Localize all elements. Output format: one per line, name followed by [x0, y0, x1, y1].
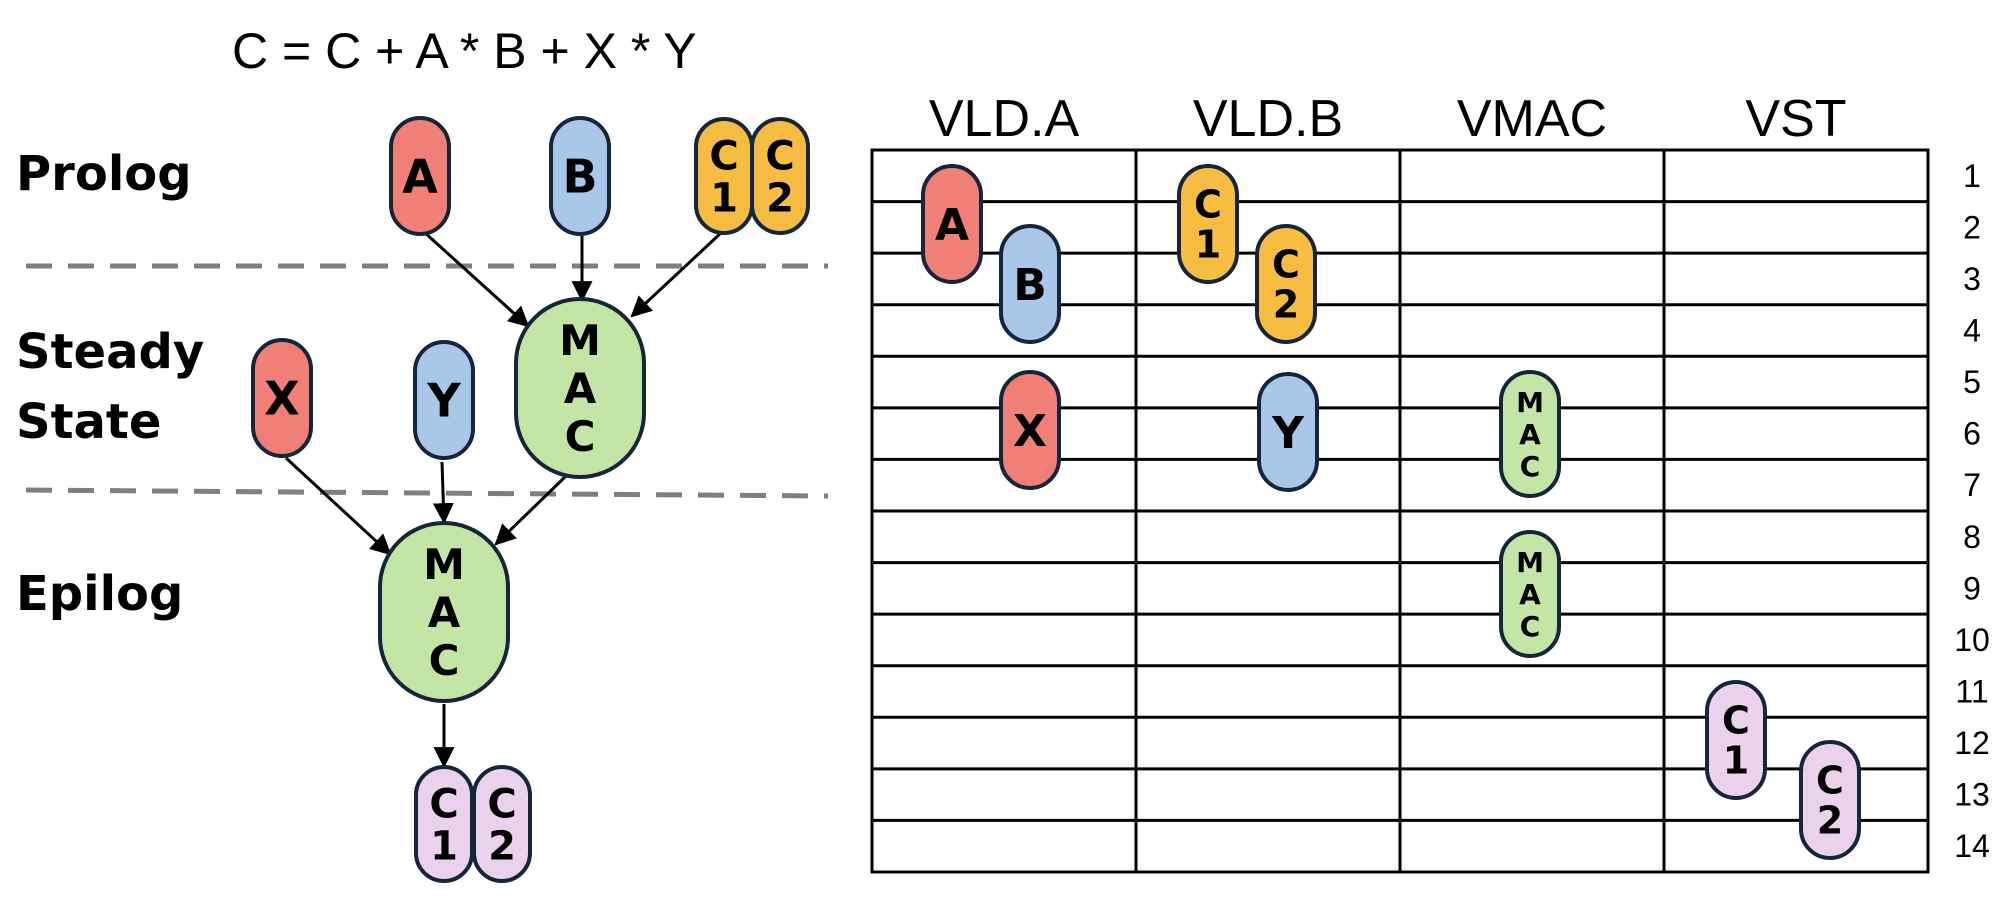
sched-op-y: Y	[1257, 372, 1319, 492]
phase-steady-label-line2: State	[16, 394, 161, 450]
row-number: 13	[1954, 777, 1990, 813]
dag-node-b-label: B	[562, 150, 597, 204]
schedule-column-headers: VLD.A VLD.B VMAC VST	[929, 90, 1847, 148]
edge-a-mac1	[422, 230, 530, 328]
sched-op-y-shape	[1257, 372, 1319, 492]
dag-node-c2-shape	[750, 117, 810, 235]
dag-node-y: Y	[413, 340, 475, 460]
dag-node-x: X	[251, 338, 313, 458]
dag-node-a-label: A	[402, 150, 438, 204]
row-number: 7	[1963, 467, 1981, 503]
sched-op-x-label: X	[1013, 406, 1047, 457]
sched-op-a-shape	[921, 164, 983, 284]
sched-op-st-c2-shape	[1799, 740, 1861, 860]
edge-x-mac2	[284, 456, 392, 556]
sched-op-c2-shape	[1255, 224, 1317, 344]
row-number: 5	[1963, 364, 1981, 400]
dag-node-b-shape	[549, 116, 611, 236]
row-number: 12	[1954, 725, 1990, 761]
phase-steady-label-line1: Steady	[16, 324, 204, 380]
dag-node-b: B	[549, 116, 611, 236]
row-number: 14	[1954, 828, 1990, 864]
row-number: 10	[1954, 622, 1990, 658]
sched-op-b-label: B	[1013, 260, 1047, 311]
column-header: VLD.A	[929, 90, 1080, 148]
dag-node-x-label: X	[264, 372, 299, 426]
dag-edges	[284, 230, 724, 769]
dag-node-mac2-shape	[378, 521, 510, 703]
phase-prolog-label: Prolog	[16, 146, 192, 202]
phase-epilog-label: Epilog	[16, 566, 183, 622]
row-number: 9	[1963, 570, 1981, 606]
sched-op-a: A	[921, 164, 983, 284]
edge-mac1-mac2	[494, 474, 568, 546]
sched-op-st-c1-shape	[1705, 680, 1767, 800]
column-header: VMAC	[1457, 90, 1607, 148]
sched-op-x-shape	[999, 370, 1061, 490]
sched-op-y-label: Y	[1271, 408, 1305, 459]
row-number: 3	[1963, 261, 1981, 297]
dag-node-out-c2-shape	[472, 765, 532, 883]
row-number: 8	[1963, 519, 1981, 555]
dag-node-a-shape	[389, 116, 451, 236]
sched-op-x: X	[999, 370, 1061, 490]
dag-node-y-shape	[413, 340, 475, 460]
column-header: VLD.B	[1193, 90, 1343, 148]
sched-op-b: B	[999, 224, 1061, 344]
dag-node-x-shape	[251, 338, 313, 458]
sched-op-mac2-shape	[1499, 530, 1561, 658]
row-number: 6	[1963, 416, 1981, 452]
dag-node-a: A	[389, 116, 451, 236]
sched-op-b-shape	[999, 224, 1061, 344]
row-number: 1	[1963, 158, 1981, 194]
sched-op-mac1-shape	[1499, 370, 1561, 498]
dag-node-y-label: Y	[426, 374, 461, 428]
equation-label: C = C + A * B + X * Y	[232, 23, 697, 79]
row-number: 4	[1963, 313, 1981, 349]
row-number: 2	[1963, 209, 1981, 245]
edge-y-mac2	[432, 461, 454, 525]
sched-op-c1-shape	[1177, 164, 1239, 284]
steady-epilog-divider	[25, 487, 829, 499]
row-number: 11	[1955, 674, 1988, 710]
column-header: VST	[1745, 90, 1846, 148]
sched-op-a-label: A	[935, 200, 969, 251]
dag-node-mac1-shape	[514, 297, 646, 479]
edge-c-mac1	[630, 230, 724, 318]
